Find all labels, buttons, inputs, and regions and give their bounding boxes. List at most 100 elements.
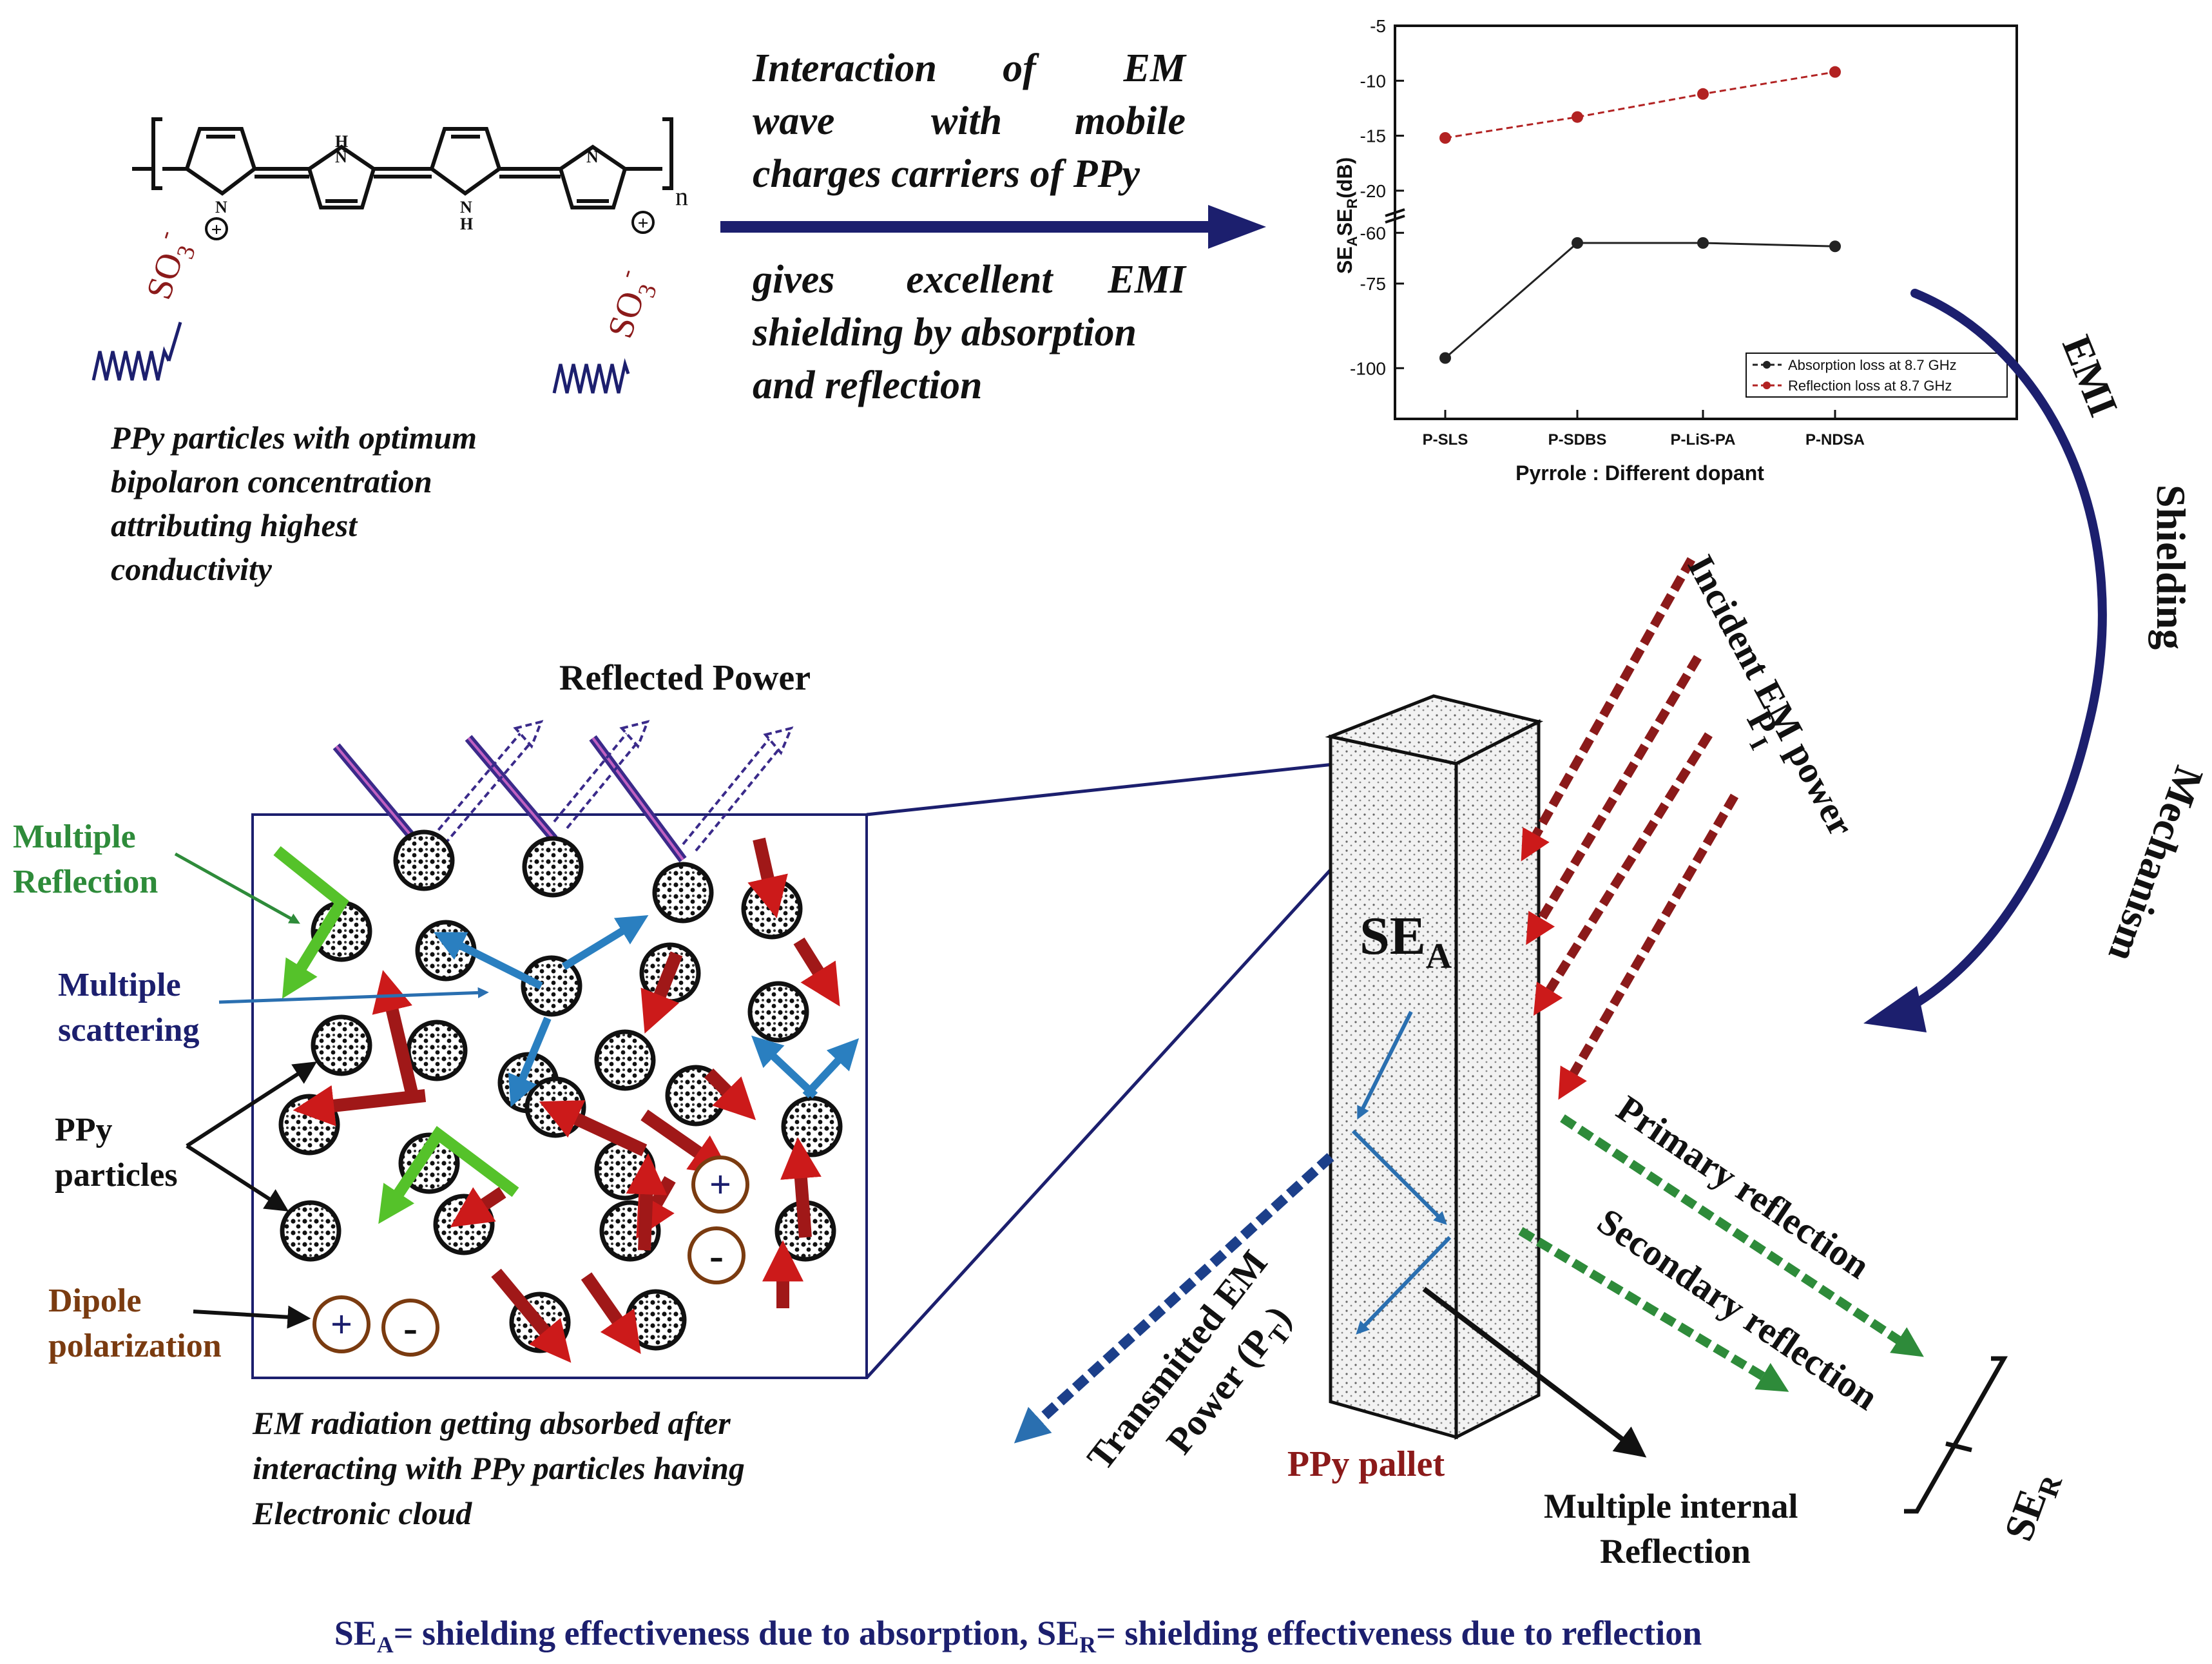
svg-text:Multiple Reflection: Multiple Reflection xyxy=(13,818,158,900)
series-line-1 xyxy=(1445,71,1836,139)
legend-marker-absorption xyxy=(1763,361,1771,369)
h-label-2: H xyxy=(335,132,348,151)
lower-y-tick-label-0: -60 xyxy=(1360,223,1386,243)
pallet-side-face xyxy=(1454,719,1541,1440)
charge-symbol-2: + xyxy=(637,213,648,234)
scattering-arrow xyxy=(508,1016,552,1107)
svg-text:PPy particles: PPy particles xyxy=(55,1112,178,1194)
series-1-point-3 xyxy=(1829,66,1841,78)
legend-label-absorption: Absorption loss at 8.7 GHz xyxy=(1788,357,1957,373)
dipole-in-box: + - + - xyxy=(313,1156,749,1357)
ppy-particle xyxy=(625,1289,687,1351)
interaction-line-3: charges carriers of PPy xyxy=(753,152,1140,196)
upper-y-tick-label-2: -15 xyxy=(1360,126,1386,146)
so3-label-1: SO3- xyxy=(133,227,204,307)
zoom-box-caption: EM radiation getting absorbed after inte… xyxy=(252,1405,753,1531)
absorbed-ray-arrow xyxy=(704,1068,756,1121)
multiple-reflection-arrow xyxy=(378,1126,519,1224)
series-0-point-2 xyxy=(1697,237,1709,249)
ppy-particle xyxy=(522,836,584,898)
svg-text:Multiple scattering: Multiple scattering xyxy=(58,967,199,1049)
interaction-arrow xyxy=(720,205,1266,249)
pallet-front-face xyxy=(1329,734,1458,1440)
ppy-particle xyxy=(781,1096,843,1157)
se-r-bracket-tick xyxy=(1945,1441,1972,1453)
legend-box xyxy=(1746,353,2008,398)
internal-reflection-pointer xyxy=(1422,1286,1647,1458)
upper-y-tick-label-1: -10 xyxy=(1360,71,1386,91)
h-label-3: H xyxy=(460,215,473,233)
absorbed-ray-arrow xyxy=(747,837,788,918)
interaction-text: Interaction of EM wave with mobile charg… xyxy=(751,46,1187,407)
pyrrole-ring-3 xyxy=(429,127,502,196)
absorbed-ray-arrow xyxy=(293,1085,427,1127)
interaction-line-6: and reflection xyxy=(753,363,982,407)
incident-em-power-label: Incident EM power xyxy=(1680,548,1863,843)
multiple-reflection-arrows xyxy=(273,846,519,1224)
box-label-ppy-particles: PPy particles xyxy=(55,1061,318,1212)
legend-marker-reflection xyxy=(1763,382,1771,389)
box-label-dipole-polarization: Dipole polarization xyxy=(48,1282,311,1364)
dipole-polarization-line-2: polarization xyxy=(48,1328,222,1364)
interaction-line-5: shielding by absorption xyxy=(752,311,1137,354)
dipole-plus-circle xyxy=(691,1156,749,1214)
se-r-label: SER xyxy=(1995,1464,2068,1549)
ppy-particle xyxy=(652,862,714,924)
absorbed-ray-arrow xyxy=(640,951,683,1034)
nh-label-3: N xyxy=(460,198,472,217)
scattering-arrow xyxy=(433,932,543,990)
pallet-name-label: PPy pallet xyxy=(1287,1444,1445,1484)
zoom-box: Reflected Power + - + xyxy=(13,658,868,1531)
molecule-caption: PPy particles with optimum bipolaron con… xyxy=(110,420,485,587)
dipole-plus-sign-2: + xyxy=(331,1303,352,1346)
interaction-line-4-word-1: gives xyxy=(751,258,834,302)
interaction-line-2-word-3: mobile xyxy=(1075,99,1186,143)
ppy-particle xyxy=(393,829,455,891)
alkyl-tail-1 xyxy=(91,346,171,381)
ppy-particle xyxy=(747,981,809,1043)
molecule-caption-line-4: conductivity xyxy=(111,551,273,587)
charge-circle-2 xyxy=(631,211,655,234)
multiple-reflection-pointer xyxy=(174,852,300,924)
se-r-bracket xyxy=(1904,1356,2008,1514)
interaction-line-1-word-1: Interaction xyxy=(752,46,937,90)
incident-em-rays xyxy=(1521,557,1739,1100)
interaction-line-4-word-2: excellent xyxy=(906,258,1053,302)
multiple-scattering-line-2: scattering xyxy=(58,1012,199,1049)
box-label-multiple-reflection: Multiple Reflection xyxy=(13,818,300,924)
zoom-caption-line-2: interacting with PPy particles having xyxy=(253,1450,745,1486)
dipole-polarization-line-1: Dipole xyxy=(48,1282,141,1319)
multiple-scattering-line-1: Multiple xyxy=(58,967,181,1003)
x-tick-label-1: P-SDBS xyxy=(1548,431,1607,449)
transmitted-em-ray xyxy=(1014,1153,1334,1444)
dipole-minus-sign-2: - xyxy=(403,1304,418,1351)
dipole-minus-circle-2 xyxy=(381,1299,439,1357)
zoom-caption-line-1: EM radiation getting absorbed after xyxy=(252,1405,731,1441)
dipole-minus-circle xyxy=(688,1226,745,1284)
upper-y-tick-label-0: -5 xyxy=(1370,16,1386,36)
reflected-rays-top xyxy=(430,720,794,852)
nh-label-2: N xyxy=(335,148,347,166)
absorbed-ray-arrow xyxy=(372,970,419,1098)
multiple-reflection-line-1: Multiple xyxy=(13,818,136,855)
series-0-point-1 xyxy=(1572,237,1583,249)
absorbed-ray-arrow xyxy=(780,1137,822,1238)
ppy-particle xyxy=(521,955,582,1017)
zoom-caption-line-3: Electronic cloud xyxy=(252,1495,472,1531)
internal-reflection-label: Multiple internal Reflection xyxy=(1544,1487,1807,1571)
charge-circle-1 xyxy=(205,217,228,240)
absorbed-ray-arrow xyxy=(539,1100,648,1157)
mechanism-arc-arrow xyxy=(1863,289,2107,1032)
chart-x-axis-label: Pyrrole : Different dopant xyxy=(1515,461,1764,485)
molecule-links xyxy=(162,167,662,179)
ppy-particles-line-1: PPy xyxy=(55,1112,113,1148)
series-1-point-2 xyxy=(1697,88,1709,100)
lower-y-tick-label-1: -75 xyxy=(1360,274,1386,294)
molecule-caption-line-1: PPy particles with optimum xyxy=(110,420,477,456)
x-tick-label-3: P-NDSA xyxy=(1805,431,1865,449)
molecule-caption-line-2: bipolaron concentration xyxy=(111,463,432,499)
charge-symbol-1: + xyxy=(211,219,222,240)
dipole-minus-sign: - xyxy=(709,1232,724,1279)
multiple-scattering-pointer xyxy=(218,987,489,1004)
